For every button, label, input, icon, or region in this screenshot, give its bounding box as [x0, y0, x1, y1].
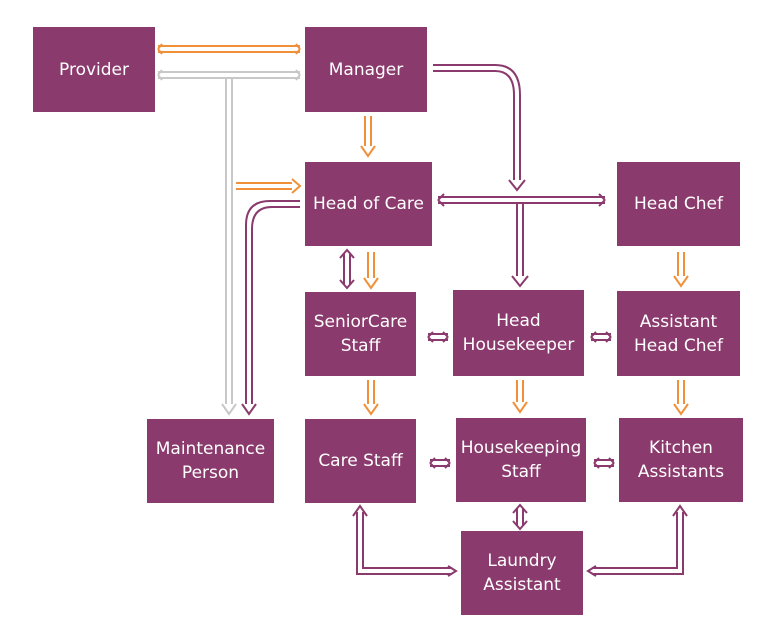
arrow-housekeeping-laundry	[512, 503, 528, 531]
label-senior-care-staff: SeniorCare Staff	[313, 312, 408, 356]
arrow-housekeeping-kitchen	[593, 457, 615, 469]
arrow-provider-manager	[158, 45, 300, 53]
arrow-headhousekeeper-assistant	[590, 331, 612, 343]
label-maintenance-person: Maintenance Person	[155, 439, 266, 483]
box-maintenance-person: Maintenance Person	[147, 419, 274, 503]
box-head-chef: Head Chef	[617, 162, 740, 246]
arrow-headofcare-maintenance	[241, 200, 300, 416]
box-housekeeping-staff: Housekeeping Staff	[456, 418, 586, 502]
arrow-grey-to-maintenance-head	[221, 403, 237, 416]
arrow-manager-headofcare	[360, 116, 376, 158]
label-provider: Provider	[59, 59, 129, 80]
arrow-carestaff-housekeeping	[429, 457, 451, 469]
box-head-of-care: Head of Care	[305, 162, 432, 246]
box-head-housekeeper: Head Housekeeper	[453, 290, 584, 376]
box-manager: Manager	[305, 27, 427, 112]
arrow-headhousekeeper-housekeeping	[512, 380, 528, 414]
label-head-chef: Head Chef	[634, 194, 723, 214]
box-assistant-head-chef: Assistant Head Chef	[617, 291, 740, 376]
arrow-kitchen-laundry	[586, 504, 688, 577]
arrow-junction-headhousekeeper	[511, 203, 529, 288]
box-care-staff: Care Staff	[305, 419, 416, 503]
arrow-to-headofcare	[236, 178, 302, 194]
arrow-seniorcare-headhousekeeper	[427, 331, 449, 343]
label-laundry-assistant: Laundry Assistant	[483, 551, 561, 595]
label-head-of-care: Head of Care	[312, 194, 424, 214]
box-senior-care-staff: SeniorCare Staff	[305, 292, 416, 376]
arrow-provider-manager-heads	[157, 43, 301, 55]
box-laundry-assistant: Laundry Assistant	[461, 531, 583, 615]
arrow-headofcare-seniorcare-orange	[363, 252, 379, 290]
label-manager: Manager	[328, 59, 404, 80]
label-care-staff: Care Staff	[318, 451, 403, 471]
arrow-headofcare-headchef	[437, 193, 606, 207]
arrow-carestaff-laundry	[352, 504, 458, 577]
arrow-provider-manager-grey-heads	[157, 69, 301, 81]
arrow-headchef-assistant	[673, 252, 689, 288]
label-kitchen-assistants: Kitchen Assistants	[637, 438, 725, 482]
label-head-housekeeper: Head Housekeeper	[462, 311, 575, 355]
arrow-assistant-kitchen	[673, 380, 689, 416]
box-provider: Provider	[33, 27, 155, 112]
label-housekeeping-staff: Housekeeping Staff	[460, 438, 582, 482]
box-kitchen-assistants: Kitchen Assistants	[619, 418, 743, 502]
arrow-manager-curve	[433, 64, 526, 192]
arrow-grey-to-maintenance	[225, 78, 233, 404]
arrow-seniorcare-carestaff	[363, 380, 379, 416]
label-assistant-head-chef: Assistant Head Chef	[634, 311, 723, 356]
arrow-headofcare-seniorcare	[339, 248, 355, 290]
arrow-provider-manager-grey	[158, 71, 300, 79]
